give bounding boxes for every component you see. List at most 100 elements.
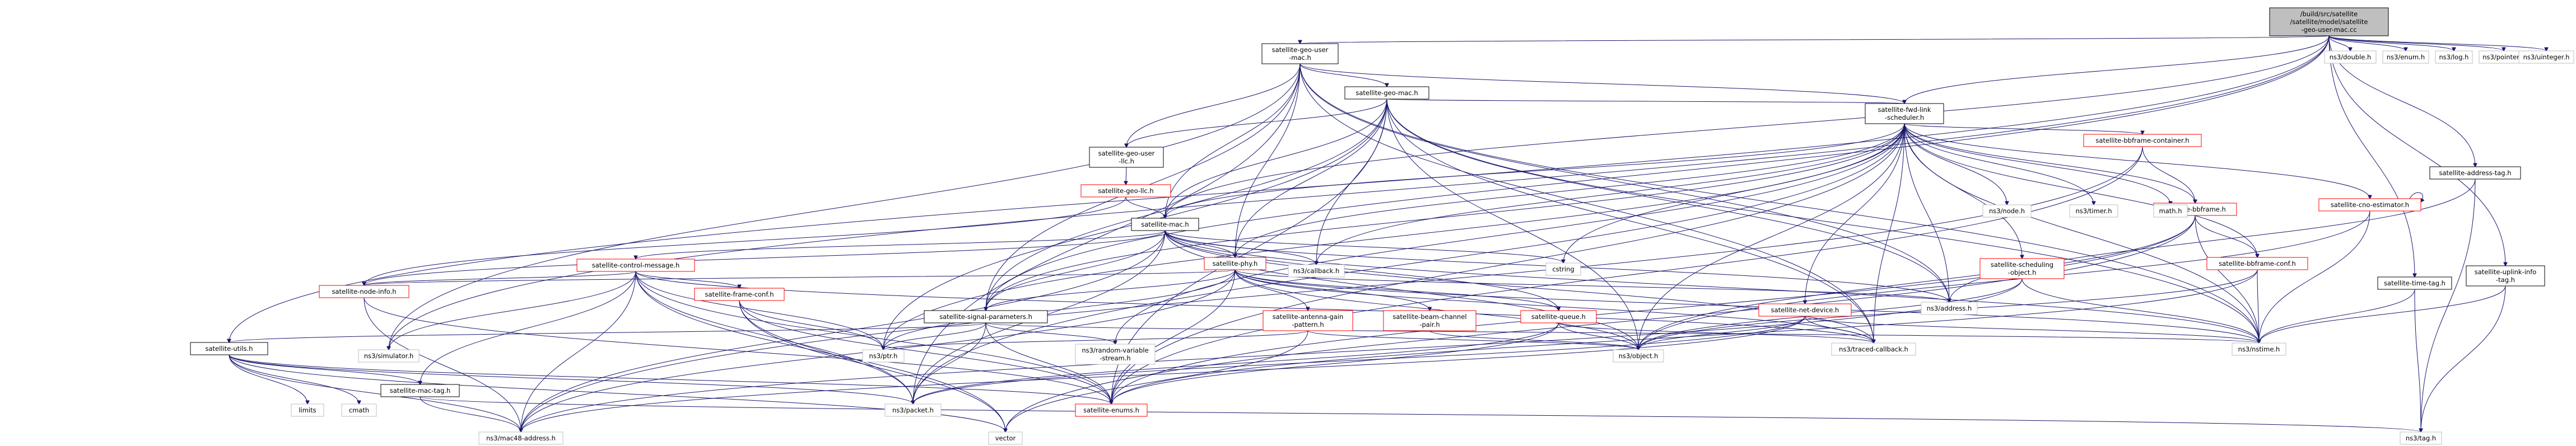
node-scheduling-object[interactable]: satellite-scheduling-object.h: [1979, 258, 2065, 279]
edge-satellite-queue-to-ns3-object: [1558, 322, 1639, 350]
node-label: satellite-utils.h: [205, 345, 253, 353]
edge-bbframe-to-ns3-nstime: [2195, 215, 2259, 343]
node-antenna-gain[interactable]: satellite-antenna-gain-pattern.h: [1263, 310, 1353, 331]
node-beam-channel-pair[interactable]: satellite-beam-channel-pair.h: [1383, 310, 1476, 331]
node-mac-tag[interactable]: satellite-mac-tag.h: [380, 384, 460, 397]
edge-fwd-link-scheduler-to-ns3-packet: [913, 123, 1905, 404]
edge-geo-mac-h-to-ns3-address: [1386, 98, 1949, 302]
edge-fwd-link-scheduler-to-cno-estimator: [1904, 123, 2370, 199]
node-geo-user-llc[interactable]: satellite-geo-user-llc.h: [1089, 147, 1164, 168]
edge-cno-estimator-to-cno-estimator: [2409, 192, 2423, 202]
edge-geo-user-mac-h-to-ns3-traced-callback: [1299, 63, 1874, 343]
node-address-tag[interactable]: satellite-address-tag.h: [2429, 166, 2521, 180]
node-label: -pair.h: [1419, 321, 1440, 328]
node-label: satellite-beam-channel: [1392, 313, 1466, 321]
node-box: [576, 259, 695, 272]
node-box: [2377, 276, 2452, 290]
node-fwd-link-scheduler[interactable]: satellite-fwd-link-scheduler.h: [1865, 103, 1944, 124]
node-cstring: cstring: [1545, 262, 1581, 276]
node-bbframe-conf[interactable]: satellite-bbframe-conf.h: [2206, 257, 2308, 270]
node-geo-mac-h[interactable]: satellite-geo-mac.h: [1344, 86, 1429, 100]
node-control-message[interactable]: satellite-control-message.h: [576, 259, 695, 272]
node-label: -tag.h: [2496, 276, 2515, 284]
edge-bbframe-conf-to-satellite-enums: [1111, 269, 2258, 404]
edge-geo-user-mac-h-to-fwd-link-scheduler: [1299, 63, 1904, 104]
edge-geo-mac-h-to-ns3-object: [1386, 98, 1638, 350]
node-label: -geo-user-mac.cc: [2301, 26, 2356, 34]
node-limits: limits: [291, 403, 324, 417]
edge-frame-conf-to-ns3-ptr: [739, 300, 883, 350]
node-box: [478, 431, 563, 445]
edge-satellite-phy-to-signal-parameters: [986, 269, 1236, 311]
node-satellite-mac[interactable]: satellite-mac.h: [1131, 218, 1199, 231]
node-box: [1921, 302, 1978, 315]
edge-bbframe-container-to-bbframe: [2142, 146, 2195, 203]
node-root[interactable]: /build/src/satellite/satellite/model/sat…: [2269, 7, 2389, 36]
node-frame-conf[interactable]: satellite-frame-conf.h: [694, 288, 785, 301]
dependency-edges: [229, 35, 2546, 432]
node-satellite-enums[interactable]: satellite-enums.h: [1075, 403, 1148, 417]
edge-signal-parameters-to-ns3-nstime: [985, 322, 2259, 343]
edge-satellite-phy-to-antenna-gain: [1235, 269, 1308, 311]
node-ns3-log: ns3/log.h: [2435, 50, 2473, 64]
edge-control-message-to-node-info: [364, 271, 636, 285]
node-label: satellite-time-tag.h: [2384, 279, 2445, 287]
node-label: satellite-cno-estimator.h: [2331, 201, 2409, 209]
node-geo-user-mac-h[interactable]: satellite-geo-user-mac.h: [1261, 43, 1339, 64]
edge-geo-mac-h-to-fwd-link-scheduler: [1386, 98, 1904, 104]
node-box: [1080, 184, 1171, 198]
edge-fwd-link-scheduler-to-satellite-mac: [1165, 123, 1905, 218]
node-box: [2153, 204, 2188, 218]
edge-control-message-to-satellite-enums: [635, 271, 1111, 404]
edge-root-to-ns3-enum: [2328, 35, 2406, 51]
node-label: ns3/pointer.h: [2482, 53, 2525, 61]
node-geo-llc[interactable]: satellite-geo-llc.h: [1080, 184, 1171, 198]
edge-fwd-link-scheduler-to-scheduling-object: [1904, 123, 2022, 259]
edge-control-message-to-ns3-ptr: [635, 271, 883, 350]
edge-satellite-mac-to-satellite-phy: [1164, 230, 1235, 257]
node-cno-estimator[interactable]: satellite-cno-estimator.h: [2318, 198, 2421, 212]
node-math-h: math.h: [2153, 204, 2188, 218]
node-uplink-info-tag[interactable]: satellite-uplink-info-tag.h: [2466, 265, 2545, 287]
edge-geo-mac-h-to-ns3-nstime: [1386, 98, 2259, 343]
edge-satellite-phy-to-ns3-object: [1235, 269, 1638, 350]
node-label: cstring: [1552, 265, 1574, 273]
node-satellite-utils[interactable]: satellite-utils.h: [190, 342, 268, 355]
edge-time-tag-to-ns3-nstime: [2259, 289, 2415, 343]
node-box: [1261, 43, 1339, 64]
edge-fwd-link-scheduler-to-cstring: [1563, 123, 1905, 263]
edge-signal-parameters-to-satellite-enums: [985, 322, 1111, 404]
node-time-tag[interactable]: satellite-time-tag.h: [2377, 276, 2452, 290]
node-label: ns3/uinteger.h: [2523, 53, 2570, 61]
node-box: [1982, 204, 2032, 218]
node-box: [2069, 204, 2118, 218]
edge-fwd-link-scheduler-to-ns3-callback: [1316, 123, 1905, 265]
node-net-device[interactable]: satellite-net-device.h: [1758, 303, 1852, 317]
edge-control-message-to-ns3-traced-callback: [635, 271, 1874, 343]
node-label: ns3/enum.h: [2387, 53, 2425, 61]
edge-satellite-queue-to-ns3-traced-callback: [1558, 322, 1874, 343]
node-ns3-ptr: ns3/ptr.h: [862, 349, 905, 363]
node-bbframe-container[interactable]: satellite-bbframe-container.h: [2083, 134, 2202, 147]
edge-satellite-phy-to-ns3-address: [1235, 269, 1949, 302]
edge-geo-user-mac-h-to-ns3-packet: [913, 63, 1301, 404]
node-satellite-queue[interactable]: satellite-queue.h: [1520, 310, 1597, 323]
edge-frame-conf-to-vector: [739, 300, 1005, 432]
node-ns3-object: ns3/object.h: [1613, 349, 1664, 363]
node-satellite-phy[interactable]: satellite-phy.h: [1204, 257, 1266, 270]
node-ns3-double: ns3/double.h: [2324, 50, 2377, 64]
edge-mac-tag-to-ns3-tag: [420, 396, 2421, 432]
node-box: [1758, 303, 1852, 317]
edge-scheduling-object-to-ns3-mac48: [521, 278, 2023, 432]
edge-control-message-to-mac-tag: [420, 271, 636, 384]
edge-fwd-link-scheduler-to-ns3-traced-callback: [1874, 123, 1905, 343]
node-box: [1075, 344, 1156, 365]
node-label: ns3/tag.h: [2406, 434, 2436, 442]
node-signal-parameters[interactable]: satellite-signal-parameters.h: [924, 310, 1048, 323]
edge-antenna-gain-to-ns3-object: [1307, 330, 1638, 350]
node-box: [1075, 403, 1148, 417]
node-node-info[interactable]: satellite-node-info.h: [319, 285, 409, 298]
edge-geo-mac-h-to-ns3-callback: [1316, 98, 1387, 265]
node-label: ns3/ptr.h: [869, 352, 898, 360]
